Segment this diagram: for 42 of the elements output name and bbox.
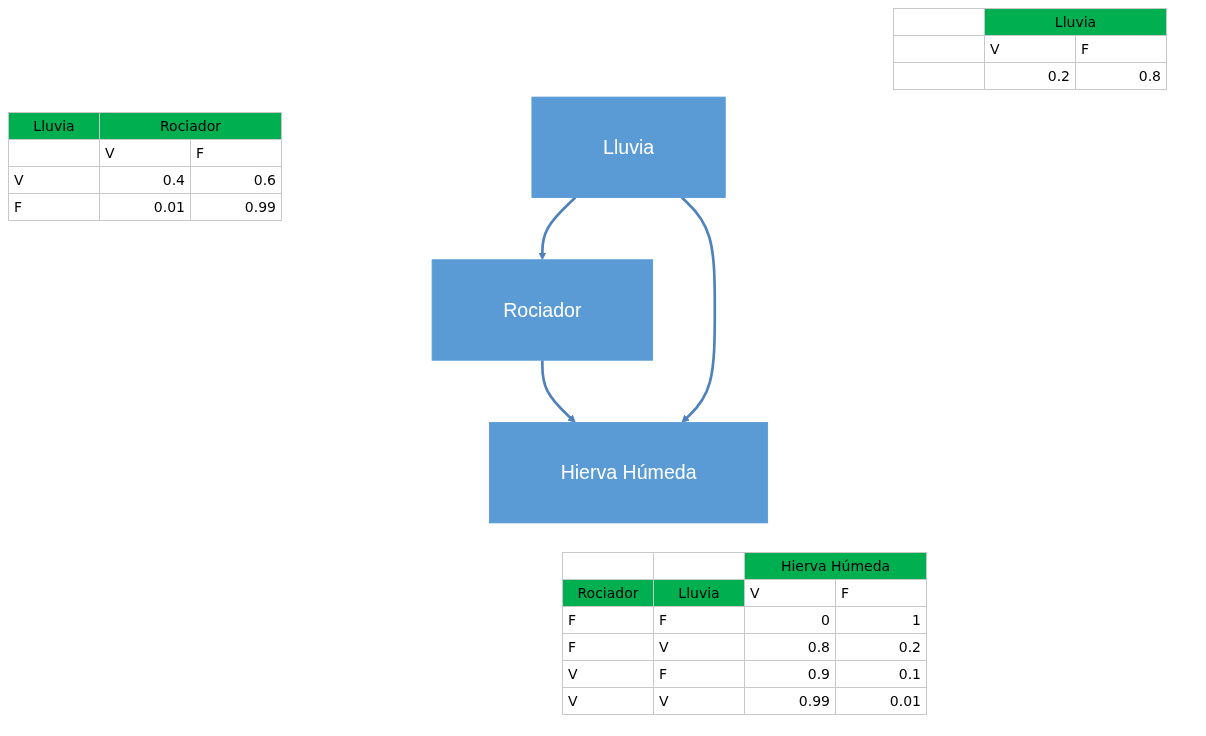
table-cell: 0.6 — [190, 166, 282, 194]
table-cell: V — [562, 660, 654, 688]
table-cell: 0.8 — [744, 633, 836, 661]
table-cell: V — [653, 687, 745, 715]
node-box: Hierva Húmeda — [489, 422, 769, 524]
table-header: Hierva Húmeda — [744, 552, 927, 580]
table-cell: 0.2 — [984, 62, 1076, 90]
table-cell: 0.99 — [190, 193, 282, 221]
table-cell: F — [8, 193, 100, 221]
table-cell: V — [562, 687, 654, 715]
table-cell: 0.9 — [744, 660, 836, 688]
table-cell: V — [8, 166, 100, 194]
table-cell: 0.01 — [99, 193, 191, 221]
arrow — [541, 360, 576, 423]
table-header: Rociador — [99, 112, 282, 140]
table-cell: 0 — [744, 606, 836, 634]
table-cell: 1 — [835, 606, 927, 634]
table-header: Lluvia — [653, 579, 745, 607]
table-cell: F — [653, 606, 745, 634]
table-cell: F — [653, 660, 745, 688]
table-cell: F — [835, 579, 927, 607]
table-cell: V — [984, 35, 1076, 63]
table-cell: F — [562, 606, 654, 634]
table-cell: V — [99, 139, 191, 167]
table-cell: 0.99 — [744, 687, 836, 715]
table-cell: V — [744, 579, 836, 607]
arrow — [538, 196, 577, 261]
table-cell: 0.8 — [1075, 62, 1167, 90]
table-cell: V — [653, 633, 745, 661]
node-box: Lluvia — [531, 96, 726, 198]
table-cell: 0.4 — [99, 166, 191, 194]
table-cell: F — [1075, 35, 1167, 63]
table-cell: F — [190, 139, 282, 167]
table-cell: F — [562, 633, 654, 661]
table-header: Lluvia — [984, 8, 1167, 36]
node-box: Rociador — [431, 259, 654, 361]
table-cell: 0.01 — [835, 687, 927, 715]
table-cell: 0.1 — [835, 660, 927, 688]
arrow — [681, 196, 717, 423]
table-header: Rociador — [562, 579, 654, 607]
table-header: Lluvia — [8, 112, 100, 140]
table-cell: 0.2 — [835, 633, 927, 661]
